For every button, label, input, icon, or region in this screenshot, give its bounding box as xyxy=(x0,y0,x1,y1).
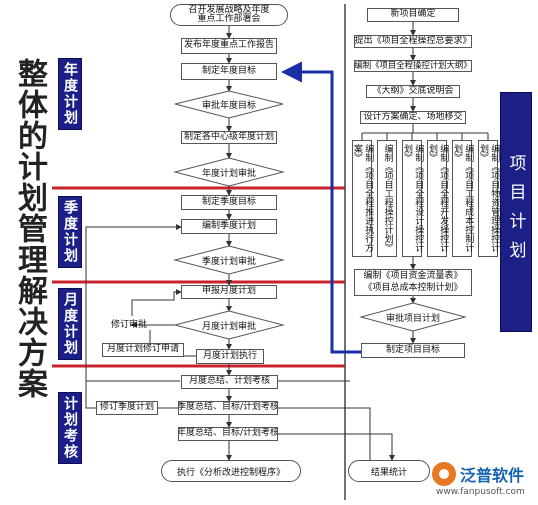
project-requirement-box: 提出《项目全程操控总要求》 xyxy=(354,35,472,48)
cash-flow-box: 编制《项目资金流量表》 《项目总成本控制计划》 xyxy=(354,269,472,296)
project-plan-column-6: 编制《项目物资管理操控计划》 xyxy=(478,140,499,257)
project-plan-column-4: 编制《项目全程开发操控计划》 xyxy=(427,140,448,257)
phase-quarterly-label: 季度计划 xyxy=(58,196,82,268)
annual-summary-box: 年度总结、目标/计划考核 xyxy=(178,427,278,441)
approve-project-plan-label: 审批项目计划 xyxy=(385,313,440,324)
result-links xyxy=(278,380,395,461)
new-project-box: 新项目确定 xyxy=(367,8,459,22)
result-statistics-node: 结果统计 xyxy=(348,460,430,482)
brand-name: 泛普软件 xyxy=(460,466,525,485)
monthly-plan-execution-box: 月度计划执行 xyxy=(196,349,264,364)
annual-plan-approval-label: 年度计划审批 xyxy=(201,168,256,179)
decision-diamonds xyxy=(173,90,467,340)
approve-annual-target-label: 审批年度目标 xyxy=(201,100,256,111)
brand-logo: 泛普软件 www.fanpusoft.com xyxy=(432,460,536,502)
brand-url: www.fanpusoft.com xyxy=(436,487,525,497)
center-annual-plan-box: 制定各中心级年度计划 xyxy=(181,131,277,144)
project-plan-column-3: 编制《项目全程设计操控计划》 xyxy=(402,140,423,257)
execute-improvement-node: 执行《分析改进控制程序》 xyxy=(161,460,301,482)
cash-flow-label: 编制《项目资金流量表》 xyxy=(363,270,463,281)
phase-monthly-label: 月度计划 xyxy=(58,288,82,360)
set-quarter-target-box: 制定季度目标 xyxy=(181,195,277,210)
project-plan-column-5: 编制《项目工程成本控制计划》 xyxy=(452,140,473,257)
kickoff-meeting-node: 召开发展战略及年度 重点工作部署会 xyxy=(170,4,288,26)
monthly-revision-request-box: 月度计划修订申请 xyxy=(102,343,184,357)
publish-annual-report-box: 发布年度重点工作报告 xyxy=(181,38,277,54)
brand-icon-inner xyxy=(439,469,449,479)
phase-annual-label: 年度计划 xyxy=(58,58,82,130)
design-confirm-box: 设计方案确定、场地移交 xyxy=(360,111,466,124)
declare-monthly-plan-box: 申报月度计划 xyxy=(181,285,277,299)
total-cost-label: 《项目总成本控制计划》 xyxy=(363,282,463,293)
project-plan-column-1: 编制《项目全程推进执行方案》 xyxy=(352,140,373,257)
project-plan-label: 项目计划 xyxy=(500,92,532,332)
main-title: 整体的计划管理解决方案 xyxy=(12,58,47,399)
project-plan-column-2: 编制《项目工程操控计划》 xyxy=(377,140,397,257)
project-outline-box: 编制《项目全程操控计划大纲》 xyxy=(354,60,472,72)
quarter-summary-box: 季度总结、目标/计划考核 xyxy=(178,401,278,415)
revision-approval-label: 修订审批 xyxy=(110,319,147,330)
project-target-link-arrow xyxy=(281,61,361,354)
set-project-target-box: 制定项目目标 xyxy=(361,343,465,358)
monthly-plan-approval-label: 月度计划审批 xyxy=(201,321,256,332)
set-annual-target-box: 制定年度目标 xyxy=(181,63,277,80)
phase-divider-lines xyxy=(52,186,345,368)
revise-quarter-plan-box: 修订季度计划 xyxy=(96,401,158,415)
outline-briefing-box: 《大纲》交底说明会 xyxy=(366,85,460,98)
quarter-plan-approval-label: 季度计划审批 xyxy=(201,256,256,267)
monthly-summary-box: 月度总结、计划考核 xyxy=(181,375,278,389)
right-branch-lines xyxy=(361,124,489,140)
phase-assessment-label: 计划考核 xyxy=(58,392,82,464)
compile-quarter-plan-box: 编制季度计划 xyxy=(181,219,277,234)
